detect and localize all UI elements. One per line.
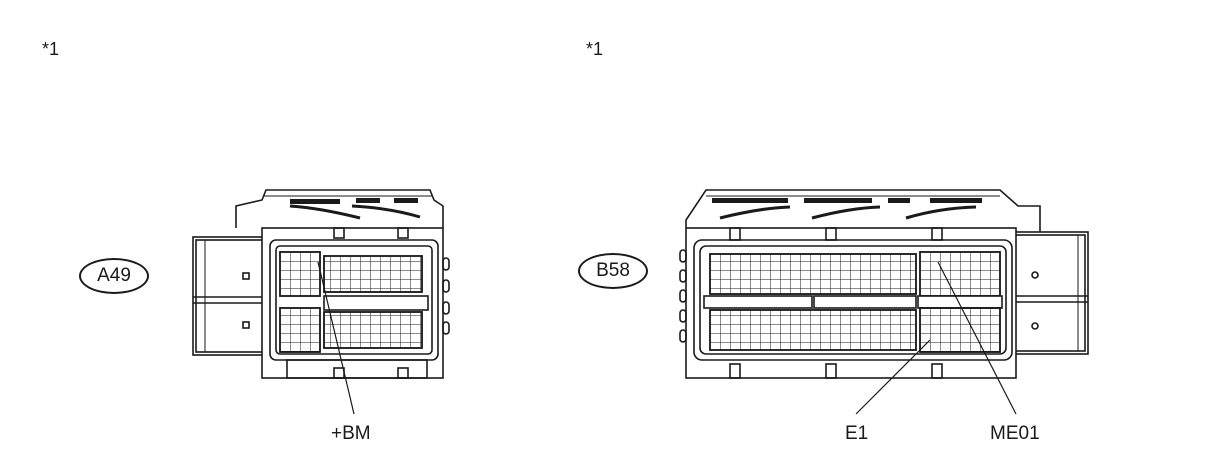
- connector-a49: [192, 189, 450, 415]
- note-marker-left: *1: [42, 39, 60, 59]
- note-marker-right: *1: [586, 39, 604, 59]
- connector-id-tag-b58: B58: [578, 253, 648, 289]
- pin-label-plus-bm: +BM: [331, 423, 371, 444]
- connector-b58: [679, 189, 1089, 415]
- pin-label-me01: ME01: [990, 423, 1040, 444]
- connector-id-tag-a49: A49: [79, 258, 149, 294]
- pin-label-e1: E1: [845, 423, 869, 444]
